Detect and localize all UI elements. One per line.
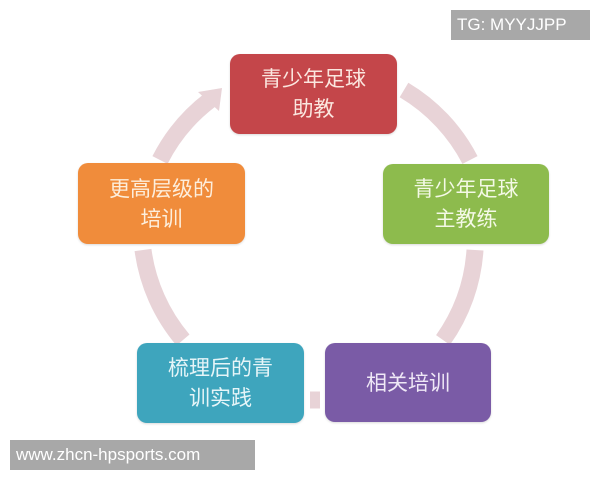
node-label-line1: 青少年足球 <box>261 67 366 91</box>
node-label-line2: 助教 <box>292 97 335 121</box>
node-label-line1: 相关培训 <box>366 370 450 395</box>
node-label-line1: 更高层级的 <box>109 176 214 201</box>
arrowhead-icon <box>198 88 222 111</box>
node-related-training: 相关培训 <box>325 343 491 422</box>
node-youth-head-coach: 青少年足球 主教练 <box>383 164 549 244</box>
node-label-line1: 青少年足球 <box>413 177 519 201</box>
node-organized-youth-practice: 梳理后的青 训实践 <box>137 343 304 423</box>
watermark-url: www.zhcn-hpsports.com <box>10 440 255 470</box>
node-label-line1: 梳理后的青 <box>168 356 273 380</box>
watermark-telegram: TG: MYYJJPP <box>451 10 590 40</box>
node-higher-level-training: 更高层级的 培训 <box>78 163 245 244</box>
node-youth-assistant-coach: 青少年足球 助教 <box>230 54 397 134</box>
node-label-line2: 训实践 <box>189 386 252 410</box>
node-label-line2: 培训 <box>140 206 183 231</box>
node-label-line2: 主教练 <box>434 207 498 231</box>
